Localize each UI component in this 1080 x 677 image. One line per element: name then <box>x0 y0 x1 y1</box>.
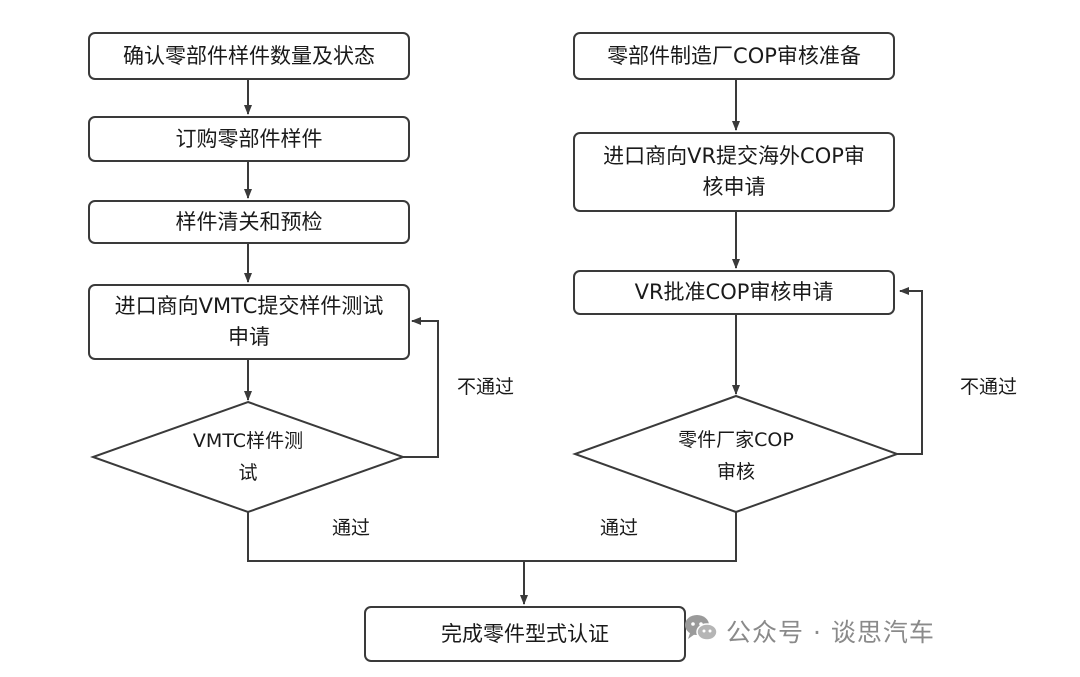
right-decision-text: 零件厂家COP 审核 <box>646 424 826 488</box>
right-fail-label: 不通过 <box>960 376 1018 398</box>
left-decision-line2: 试 <box>238 462 258 484</box>
right-step-vr-approve-label: VR批准COP审核申请 <box>634 280 834 304</box>
right-fail-loop <box>897 287 923 455</box>
left-step-customs-precheck: 样件清关和预检 <box>88 200 410 244</box>
right-step-submit-line2: 核申请 <box>702 175 766 199</box>
right-step-vr-approve: VR批准COP审核申请 <box>573 270 895 315</box>
left-decision-text: VMTC样件测 试 <box>168 425 328 489</box>
right-step-submit-cop-application: 进口商向VR提交海外COP审 核申请 <box>573 132 895 212</box>
watermark-text: 公众号 · 谈思汽车 <box>726 618 935 647</box>
left-step-confirm-samples-label: 确认零部件样件数量及状态 <box>123 43 375 68</box>
watermark: 公众号 · 谈思汽车 <box>684 613 935 649</box>
left-fail-label: 不通过 <box>457 376 515 398</box>
right-step-submit-line1: 进口商向VR提交海外COP审 <box>603 144 865 168</box>
left-pass-label: 通过 <box>332 517 371 539</box>
left-step-order-samples: 订购零部件样件 <box>88 116 410 162</box>
right-pass-line <box>524 512 737 562</box>
left-step-submit-line1: 进口商向VMTC提交样件测试 <box>114 294 384 318</box>
left-step-customs-precheck-label: 样件清关和预检 <box>175 209 323 234</box>
left-step-confirm-samples: 确认零部件样件数量及状态 <box>88 32 410 80</box>
right-step-cop-prep: 零部件制造厂COP审核准备 <box>573 32 895 80</box>
left-pass-line <box>247 512 524 562</box>
right-decision-line2: 审核 <box>716 461 755 483</box>
left-fail-loop <box>403 317 439 458</box>
final-step-label: 完成零件型式认证 <box>441 621 609 646</box>
wechat-icon <box>684 613 718 649</box>
right-decision-line1: 零件厂家COP <box>678 429 794 451</box>
right-step-cop-prep-label: 零部件制造厂COP审核准备 <box>607 43 861 68</box>
left-step-submit-test-application: 进口商向VMTC提交样件测试 申请 <box>88 284 410 360</box>
right-pass-label: 通过 <box>600 517 639 539</box>
final-step-type-certification: 完成零件型式认证 <box>364 606 686 662</box>
left-step-order-samples-label: 订购零部件样件 <box>175 126 323 151</box>
left-decision-line1: VMTC样件测 <box>192 430 304 452</box>
left-step-submit-line2: 申请 <box>228 325 270 349</box>
